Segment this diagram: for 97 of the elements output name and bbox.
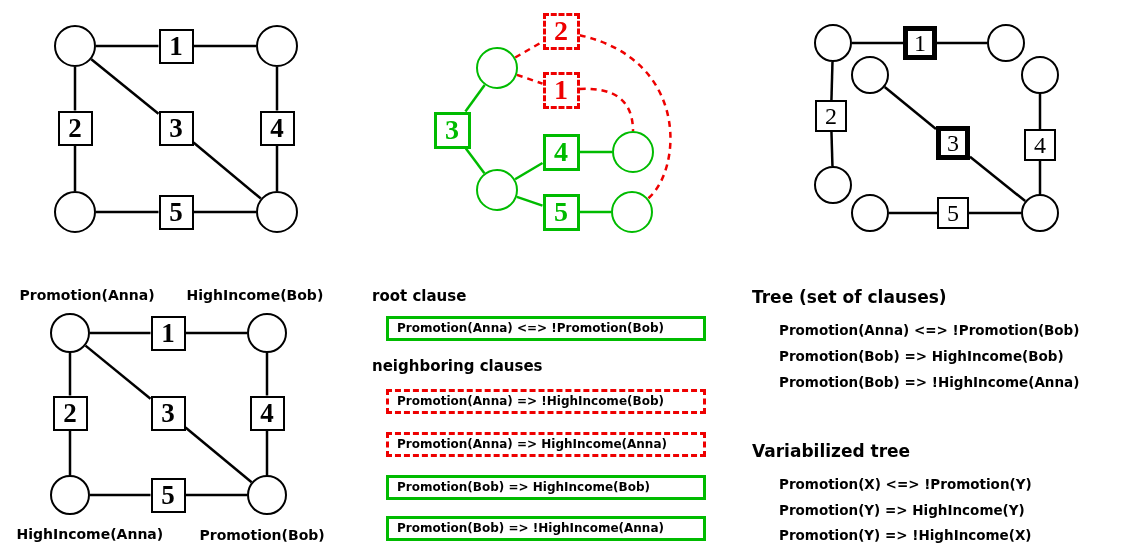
- section-heading: neighboring clauses: [372, 358, 543, 375]
- circle-node: [814, 24, 852, 62]
- connector-line: [193, 44, 256, 48]
- node-label: HighIncome(Anna): [16, 527, 164, 543]
- connector-line: [579, 33, 672, 200]
- connector-line: [830, 131, 834, 167]
- clause-box: Promotion(Anna) <=> !Promotion(Bob): [386, 315, 706, 341]
- factor-box: 4: [1024, 129, 1056, 161]
- connector-line: [185, 331, 247, 335]
- connector-line: [969, 211, 1021, 215]
- factor-box: 2: [815, 100, 847, 132]
- circle-node: [814, 166, 852, 204]
- node-label: Promotion(Anna): [19, 288, 155, 304]
- clause-text: Promotion(Bob) => !HighIncome(Anna): [779, 375, 1080, 390]
- circle-node: [50, 313, 90, 353]
- connector-line: [193, 210, 256, 214]
- connector-line: [579, 87, 635, 132]
- factor-box: 2: [542, 12, 580, 50]
- connector-line: [937, 41, 987, 45]
- connector-line: [90, 331, 151, 335]
- clause-text: Promotion(Y) => !HighIncome(X): [779, 528, 1032, 543]
- clause-text: Promotion(Bob) => HighIncome(Bob): [779, 349, 1064, 364]
- connector-line: [275, 145, 279, 191]
- connector-line: [73, 67, 77, 111]
- circle-node: [611, 191, 653, 233]
- connector-line: [184, 426, 253, 484]
- circle-node: [256, 191, 298, 233]
- factor-box: 5: [542, 193, 580, 231]
- circle-node: [476, 47, 518, 89]
- connector-line: [514, 161, 544, 181]
- connector-line: [90, 58, 160, 115]
- circle-node: [54, 25, 96, 67]
- clause-box: Promotion(Bob) => HighIncome(Bob): [386, 474, 706, 500]
- connector-line: [265, 430, 269, 475]
- connector-line: [90, 493, 151, 497]
- factor-box: 2: [52, 395, 88, 431]
- circle-node: [1021, 194, 1059, 232]
- connector-line: [96, 210, 159, 214]
- factor-box: 2: [57, 110, 93, 146]
- connector-line: [579, 210, 611, 214]
- connector-line: [275, 67, 279, 111]
- circle-node: [1021, 56, 1059, 94]
- factor-box: 4: [542, 133, 580, 171]
- circle-node: [247, 313, 287, 353]
- factor-box: 1: [903, 26, 937, 60]
- factor-box: 5: [150, 477, 186, 513]
- factor-box: 1: [158, 28, 194, 64]
- factor-box: 4: [259, 110, 295, 146]
- circle-node: [256, 25, 298, 67]
- circle-node: [54, 191, 96, 233]
- node-label: HighIncome(Bob): [186, 288, 324, 304]
- factor-box: 5: [937, 197, 969, 229]
- factor-box: 1: [150, 315, 186, 351]
- clause-box: Promotion(Anna) => HighIncome(Anna): [386, 431, 706, 457]
- connector-line: [68, 353, 72, 396]
- factor-box: 3: [158, 110, 194, 146]
- connector-line: [1038, 161, 1042, 194]
- connector-line: [516, 195, 543, 207]
- connector-line: [889, 211, 937, 215]
- clause-box: Promotion(Anna) => !HighIncome(Bob): [386, 388, 706, 414]
- circle-node: [612, 131, 654, 173]
- factor-box: 4: [249, 395, 285, 431]
- connector-line: [68, 430, 72, 475]
- circle-node: [851, 194, 889, 232]
- connector-line: [464, 147, 486, 174]
- connector-line: [830, 61, 834, 101]
- connector-line: [265, 353, 269, 396]
- circle-node: [247, 475, 287, 515]
- connector-line: [579, 150, 612, 154]
- circle-node: [476, 169, 518, 211]
- circle-node: [50, 475, 90, 515]
- clause-box: Promotion(Bob) => !HighIncome(Anna): [386, 515, 706, 541]
- factor-box: 3: [936, 126, 970, 160]
- connector-line: [192, 141, 262, 200]
- clause-text: Promotion(Anna) <=> !Promotion(Bob): [779, 323, 1080, 338]
- clause-text: Promotion(Y) => HighIncome(Y): [779, 503, 1025, 518]
- connector-line: [516, 73, 543, 85]
- connector-line: [84, 344, 152, 400]
- connector-line: [969, 155, 1026, 203]
- factor-box: 5: [158, 194, 194, 230]
- factor-box: 3: [433, 111, 471, 149]
- connector-line: [852, 41, 903, 45]
- connector-line: [96, 44, 159, 48]
- circle-node: [987, 24, 1025, 62]
- factor-box: 1: [542, 71, 580, 109]
- connector-line: [73, 145, 77, 191]
- circle-node: [851, 56, 889, 94]
- section-heading: root clause: [372, 288, 467, 305]
- section-heading: Tree (set of clauses): [752, 288, 947, 307]
- connector-line: [464, 84, 486, 113]
- connector-line: [185, 493, 247, 497]
- connector-line: [1038, 94, 1042, 129]
- section-heading: Variabilized tree: [752, 442, 911, 461]
- clause-text: Promotion(X) <=> !Promotion(Y): [779, 477, 1032, 492]
- connector-line: [883, 86, 937, 131]
- node-label: Promotion(Bob): [199, 528, 325, 543]
- factor-box: 3: [150, 395, 186, 431]
